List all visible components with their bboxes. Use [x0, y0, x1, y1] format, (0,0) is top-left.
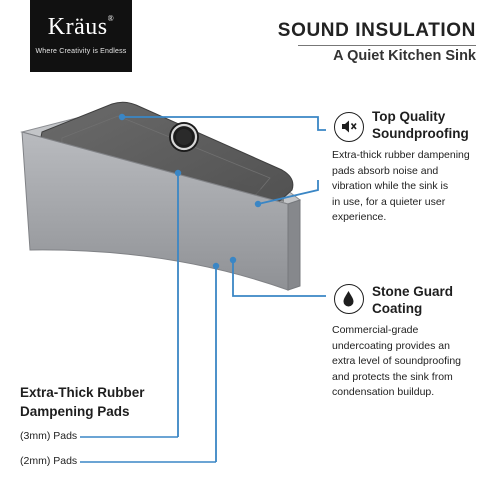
- registered-mark: ®: [107, 14, 115, 23]
- drain: [169, 122, 199, 152]
- feature-title-coating: Stone Guard Coating: [372, 284, 454, 316]
- callout-line-side-pad: [257, 180, 319, 205]
- pads-title: Extra-Thick Rubber Dampening Pads: [20, 385, 145, 419]
- side-rubber-pad: [228, 180, 284, 202]
- feature-title-soundproofing: Top Quality Soundproofing: [372, 109, 469, 141]
- apron-right-side: [287, 199, 301, 291]
- brand-logo: Kräus® Where Creativity is Endless: [30, 0, 132, 72]
- brand-name: Kräus®: [47, 14, 115, 40]
- callout-dot-soundproofing: [118, 113, 126, 121]
- header-divider: [298, 45, 476, 46]
- callout-dot-pads-3mm: [174, 169, 182, 177]
- feature-description-soundproofing: Extra-thick rubber dampening pads absorb…: [332, 149, 470, 223]
- callout-line-soundproofing: [122, 116, 326, 131]
- sink-apron-front: [21, 131, 289, 291]
- pad-label-2mm: (2mm) Pads: [20, 455, 78, 467]
- callout-lines: [122, 116, 326, 462]
- page-title: SOUND INSULATION: [277, 20, 476, 41]
- water-drop-icon: [334, 284, 364, 314]
- brand-tagline: Where Creativity is Endless: [35, 48, 127, 55]
- callout-dot-coating: [229, 256, 237, 264]
- callout-dot-side-pad: [254, 200, 262, 208]
- speaker-muted-icon: [334, 112, 364, 142]
- pad-label-3mm: (3mm) Pads: [20, 430, 78, 442]
- callout-line-coating: [232, 260, 326, 297]
- page-subtitle: A Quiet Kitchen Sink: [333, 48, 476, 64]
- callout-dot-pads-2mm: [212, 262, 220, 270]
- feature-description-coating: Commercial-grade undercoating provides a…: [332, 324, 461, 398]
- callout-dots: [118, 113, 262, 270]
